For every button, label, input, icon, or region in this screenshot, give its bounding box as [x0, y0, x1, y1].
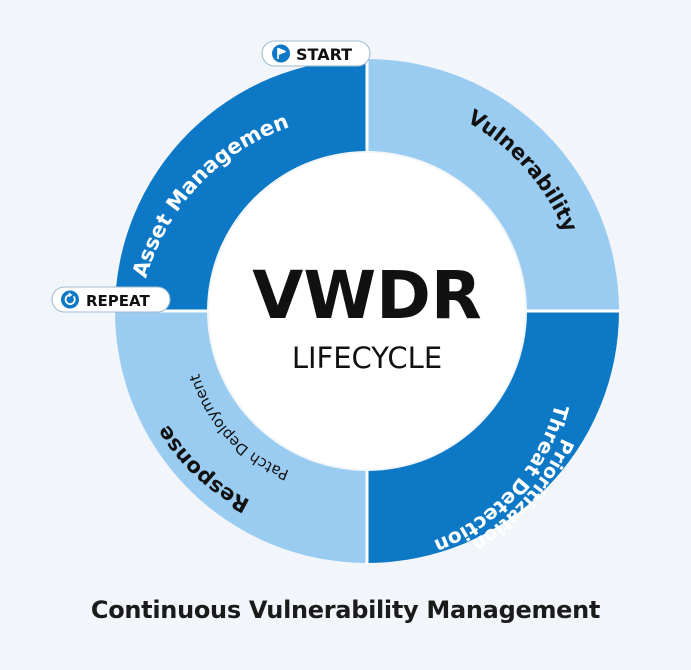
start-label: START [296, 45, 352, 64]
repeat-label: REPEAT [86, 292, 150, 310]
center-disc [209, 153, 525, 469]
center-subtitle: LIFECYCLE [292, 341, 442, 375]
segment-response [115, 311, 367, 563]
start-badge: START [261, 40, 371, 67]
segment-vulnerability [367, 59, 619, 311]
repeat-badge: REPEAT [51, 286, 171, 313]
segment-asset-management [115, 59, 367, 311]
repeat-icon [61, 290, 79, 309]
segment-threat-detection [367, 311, 619, 563]
center-title: VWDR [252, 257, 482, 334]
diagram-caption: Continuous Vulnerability Management [90, 596, 601, 624]
